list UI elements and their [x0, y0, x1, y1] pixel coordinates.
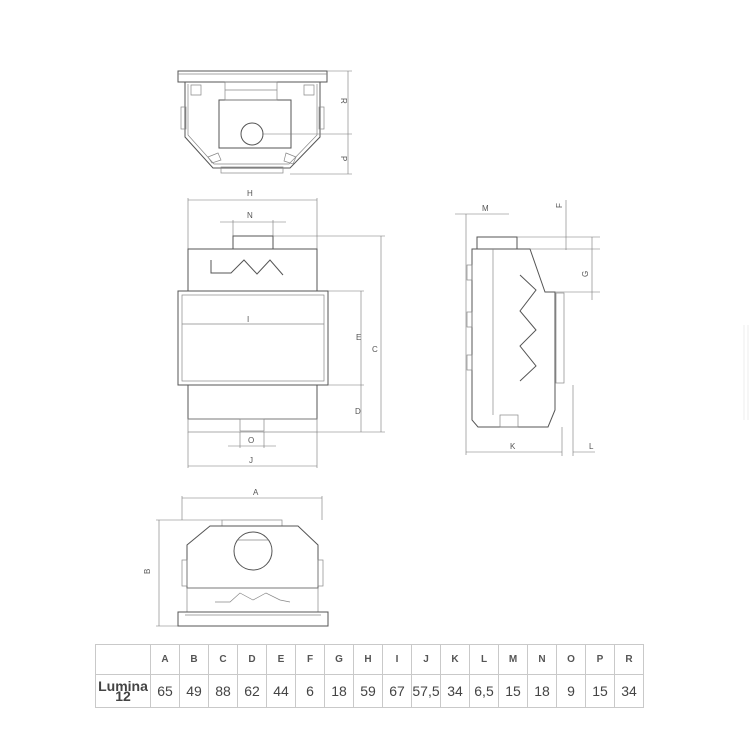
table-cell: 49 — [179, 674, 209, 708]
table-corner-cell — [95, 644, 151, 675]
table-cell: 67 — [382, 674, 412, 708]
column-header: A — [150, 644, 180, 675]
column-header: O — [556, 644, 586, 675]
model-name-line2: 12 — [115, 688, 131, 704]
dim-label-n: N — [247, 211, 253, 220]
column-header: L — [469, 644, 499, 675]
dim-label-l: L — [589, 442, 594, 451]
dimensions-table: A B C D E F G H I J K L M N O P R Lumina… — [95, 644, 644, 708]
dim-label-o: O — [248, 436, 254, 445]
column-header: K — [440, 644, 470, 675]
column-header: I — [382, 644, 412, 675]
top-view: R P — [177, 70, 352, 175]
column-header: G — [324, 644, 354, 675]
table-cell: 59 — [353, 674, 383, 708]
column-header: D — [237, 644, 267, 675]
column-header: C — [208, 644, 238, 675]
table-cell: 6,5 — [469, 674, 499, 708]
column-header: E — [266, 644, 296, 675]
column-header: N — [527, 644, 557, 675]
table-cell: 34 — [440, 674, 470, 708]
dim-label-b: B — [143, 569, 152, 574]
dim-label-i: I — [247, 315, 249, 324]
column-header: R — [614, 644, 644, 675]
model-name-line1: Lumina — [98, 678, 148, 694]
table-cell: 34 — [614, 674, 644, 708]
table-row: Lumina 12 65 49 88 62 44 6 18 59 67 57,5… — [95, 674, 644, 708]
side-view: M F G K L — [455, 200, 600, 456]
front-view: H N I E D C O J — [177, 189, 385, 468]
table-cell: 44 — [266, 674, 296, 708]
table-header-row: A B C D E F G H I J K L M N O P R — [95, 644, 644, 675]
table-cell: 18 — [527, 674, 557, 708]
column-header: F — [295, 644, 325, 675]
column-header: H — [353, 644, 383, 675]
dim-label-d: D — [355, 407, 361, 416]
table-cell: 15 — [498, 674, 528, 708]
dim-label-e: E — [356, 333, 361, 342]
table-cell: 18 — [324, 674, 354, 708]
dim-label-j: J — [249, 456, 253, 465]
dim-label-h: H — [247, 189, 253, 198]
dim-label-r: R — [339, 98, 348, 104]
table-cell: 57,5 — [411, 674, 441, 708]
dim-label-g: G — [581, 271, 590, 277]
column-header: M — [498, 644, 528, 675]
dim-label-m: M — [482, 204, 489, 213]
column-header: B — [179, 644, 209, 675]
column-header: J — [411, 644, 441, 675]
column-header: P — [585, 644, 615, 675]
model-name-cell: Lumina 12 — [95, 674, 151, 708]
dim-label-f: F — [555, 203, 564, 208]
table-cell: 88 — [208, 674, 238, 708]
dim-label-c: C — [372, 345, 378, 354]
rear-view: A B — [143, 488, 329, 627]
dim-label-k: K — [510, 442, 516, 451]
table-cell: 9 — [556, 674, 586, 708]
table-cell: 6 — [295, 674, 325, 708]
table-cell: 65 — [150, 674, 180, 708]
table-cell: 62 — [237, 674, 267, 708]
dim-label-a: A — [253, 488, 259, 497]
table-cell: 15 — [585, 674, 615, 708]
dim-label-p: P — [339, 156, 348, 161]
